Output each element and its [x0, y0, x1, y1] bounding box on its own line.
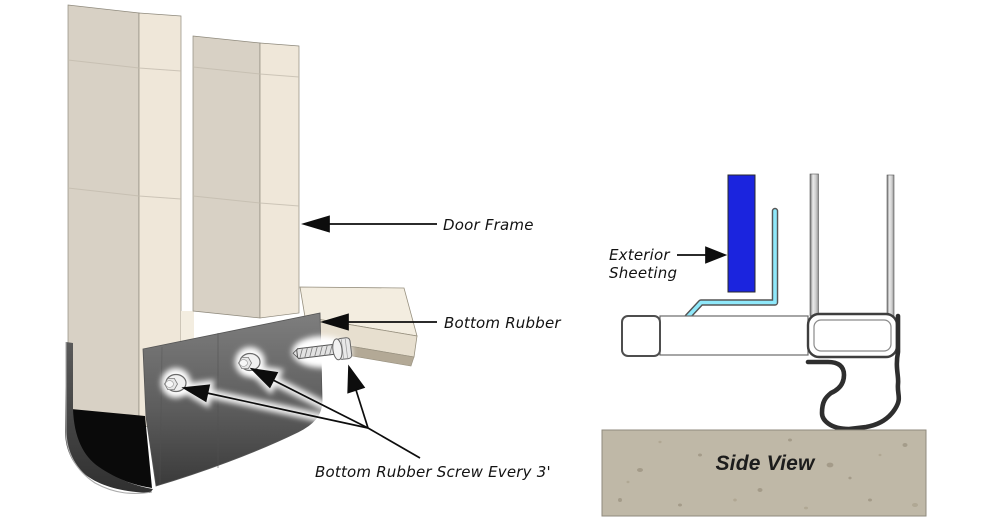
door-frame-left-post: [67, 4, 182, 429]
bottom-rubber-label: Bottom Rubber: [444, 314, 561, 332]
side-post-2: [886, 174, 895, 317]
exterior-sheeting-label: Exterior Sheeting: [609, 246, 677, 282]
exterior-sheeting-label-line1: Exterior: [609, 246, 670, 264]
exterior-sheeting-panel: [727, 174, 756, 293]
bottom-rubber-side-profile: [805, 313, 902, 432]
round-tube-side: [806, 312, 899, 359]
rubber-hollow: [71, 409, 152, 488]
door-frame-arrow: [301, 215, 437, 233]
side-view: [601, 173, 927, 517]
bottom-rubber-screw-exploded: [292, 336, 353, 368]
door-frame-right-post: [192, 35, 300, 319]
exterior-sheeting-label-line2: Sheeting: [609, 264, 678, 282]
flashing: [684, 207, 779, 321]
screw-arrows: [181, 364, 421, 459]
square-tube-side: [621, 315, 661, 357]
concrete-slab: [601, 429, 927, 517]
retainer-bar-side: [659, 315, 809, 356]
bottom-rubber-screw-label: Bottom Rubber Screw Every 3': [315, 463, 551, 481]
callout-arrows: [181, 215, 437, 459]
rubber-outer-rim: [65, 342, 153, 494]
bottom-rubber-screw-1: [161, 368, 191, 398]
door-frame-label: Door Frame: [443, 216, 534, 234]
side-view-label: Side View: [715, 452, 815, 475]
exterior-sheeting-arrow: [677, 246, 728, 264]
bottom-rubber-arrow: [320, 313, 437, 331]
side-post-1: [809, 173, 819, 317]
door-frame-3d-view: [65, 4, 437, 494]
